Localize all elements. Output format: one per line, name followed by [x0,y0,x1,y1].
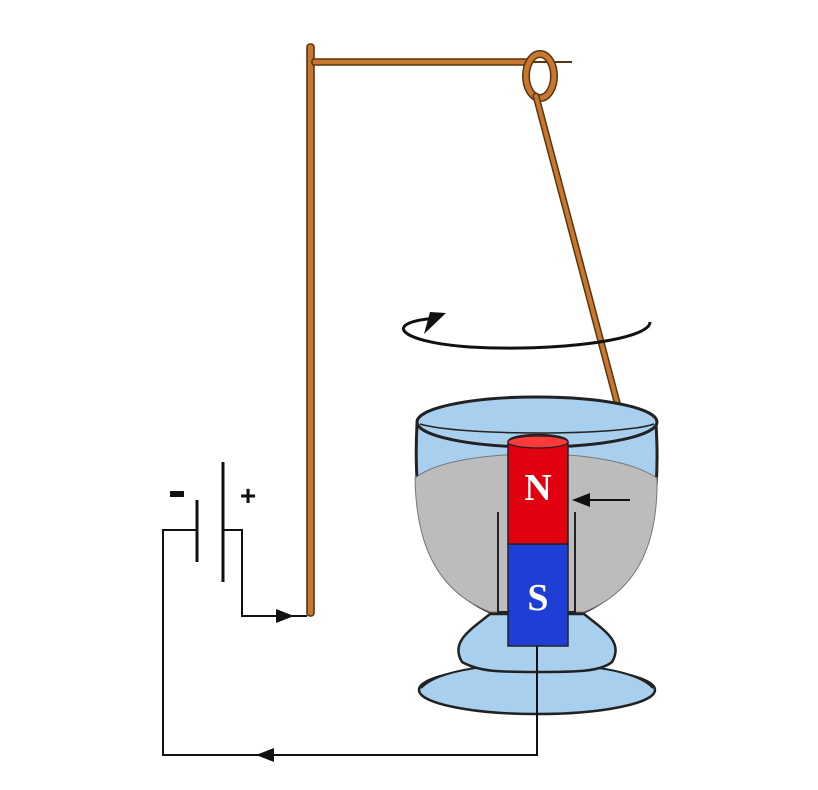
battery: + [170,462,256,582]
circuit-wires [162,529,538,756]
pivot-loop-fill [523,51,557,101]
magnet-south-pole [507,543,569,647]
support-stand [306,43,649,617]
vertical-rod [306,43,315,617]
negative-sign [170,491,184,497]
wire-positive-to-rod [223,529,307,617]
south-label: S [527,577,548,619]
rotation-arrow-icon [402,312,652,350]
pointer-arrow-icon [572,493,630,507]
wire-negative-return [162,529,538,756]
horizontal-arm [311,58,531,66]
north-label: N [524,467,551,509]
positive-sign: + [240,480,256,511]
current-arrow-icon-bottom [256,748,274,762]
current-arrow-icon-top [276,609,294,623]
bar-magnet: N S [507,433,569,647]
